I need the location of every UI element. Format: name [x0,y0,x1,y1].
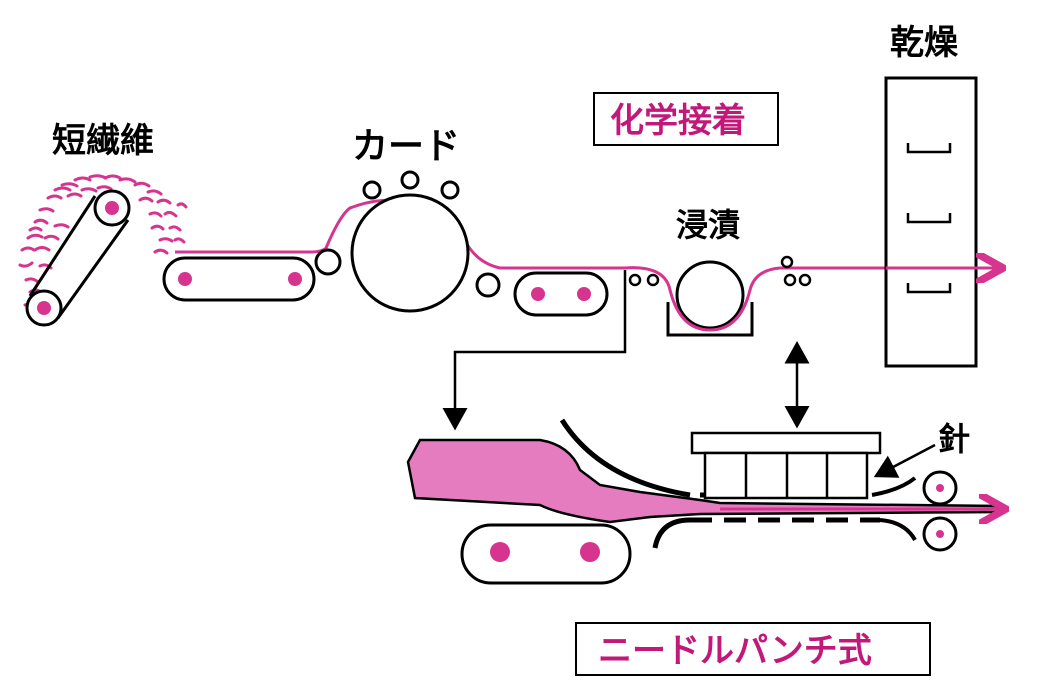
nip-rollers-1 [628,273,660,287]
needle-board [690,431,882,500]
label-short-fiber: 短繊維 [52,121,154,161]
feed-conveyor [162,256,316,302]
dryer [884,76,1000,368]
label-impregnation: 浸漬 [676,206,740,244]
output-rollers [922,470,958,552]
label-needle: 針 [938,420,970,458]
needle-punch-box [575,622,931,676]
impregnation-bath [624,262,1000,337]
nip-rollers-2 [780,255,812,287]
label-needle-punch: ニードルパンチ式 [598,631,872,671]
branch-arrow [442,270,627,431]
needle-conveyor [460,523,632,585]
label-drying: 乾燥 [890,23,959,63]
chemical-bonding-box [593,92,779,146]
fiber-pile [18,174,188,308]
lower-guide [652,517,691,549]
card-machine [314,170,501,313]
inclined-conveyor [25,189,131,327]
delivery-conveyor [513,271,609,317]
label-chemical-bonding: 化学接着 [610,101,746,141]
label-card: カード [352,126,460,167]
needle-pointer-arrow [873,443,936,478]
upper-guide [559,418,691,498]
